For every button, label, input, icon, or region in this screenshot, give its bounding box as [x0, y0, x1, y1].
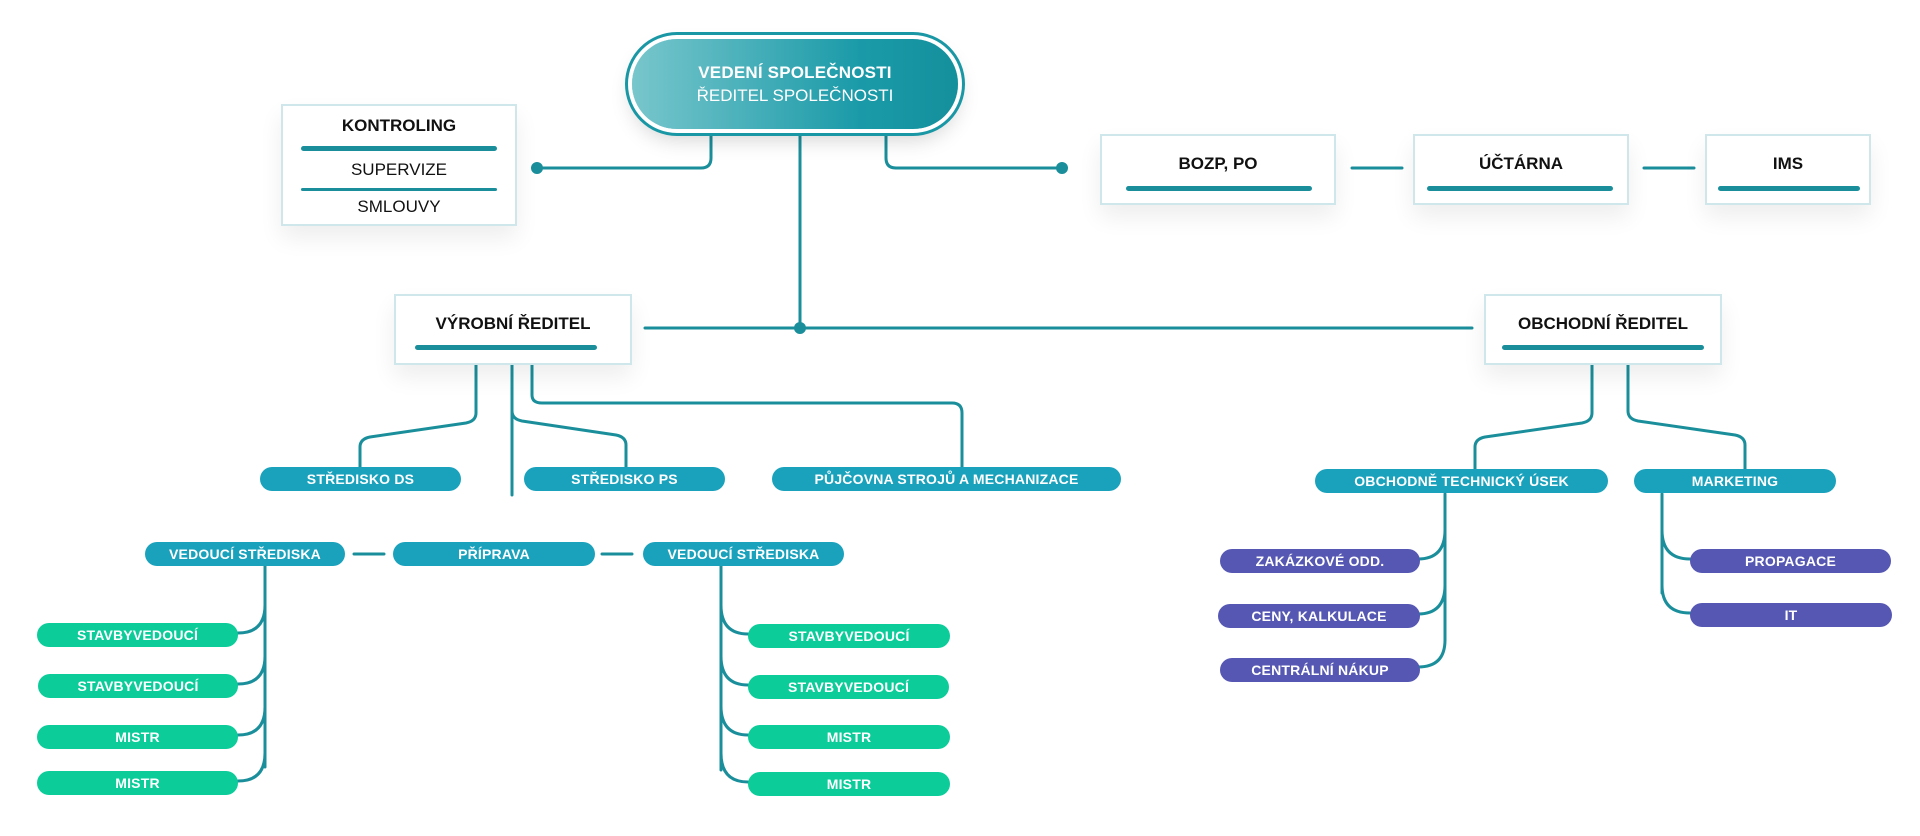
node-vedouci-right: VEDOUCÍ STŘEDISKA: [643, 542, 844, 566]
node-obchodne-technicky: OBCHODNĚ TECHNICKÝ ÚSEK: [1315, 469, 1608, 493]
uctarna-bar: [1427, 186, 1613, 191]
production-director-box: VÝROBNÍ ŘEDITEL: [394, 294, 632, 365]
node-left-stavbyvedouci-2: STAVBYVEDOUCÍ: [38, 674, 238, 698]
node-propagace: PROPAGACE: [1690, 549, 1891, 573]
commercial-director-title: OBCHODNÍ ŘEDITEL: [1518, 314, 1688, 333]
node-marketing: MARKETING: [1634, 469, 1836, 493]
node-right-stavbyvedouci-1: STAVBYVEDOUCÍ: [748, 624, 950, 648]
ceo-node: VEDENÍ SPOLEČNOSTI ŘEDITEL SPOLEČNOSTI: [632, 39, 958, 129]
node-priprava: PŘÍPRAVA: [393, 542, 595, 566]
production-director-bar: [415, 345, 597, 350]
uctarna-title: ÚČTÁRNA: [1478, 154, 1564, 173]
node-pujcovna: PŮJČOVNA STROJŮ A MECHANIZACE: [772, 467, 1121, 491]
node-zakazkove-odd: ZAKÁZKOVÉ ODD.: [1220, 549, 1420, 573]
node-centralni-nakup: CENTRÁLNÍ NÁKUP: [1220, 658, 1420, 682]
kontroling-item-supervize: SUPERVIZE: [350, 160, 448, 179]
commercial-director-bar: [1502, 345, 1704, 350]
commercial-director-box: OBCHODNÍ ŘEDITEL: [1484, 294, 1722, 365]
node-stredisko-ps: STŘEDISKO PS: [524, 467, 725, 491]
uctarna-box: ÚČTÁRNA: [1413, 134, 1629, 205]
ims-title: IMS: [1772, 154, 1804, 173]
kontroling-bar: [301, 146, 497, 151]
node-vedouci-left: VEDOUCÍ STŘEDISKA: [145, 542, 345, 566]
ims-bar: [1718, 186, 1860, 191]
node-right-stavbyvedouci-2: STAVBYVEDOUCÍ: [748, 675, 949, 699]
kontroling-title: KONTROLING: [341, 116, 457, 135]
bozp-bar: [1126, 186, 1312, 191]
bozp-box: BOZP, PO: [1100, 134, 1336, 205]
production-director-title: VÝROBNÍ ŘEDITEL: [435, 314, 591, 333]
ceo-subtitle: ŘEDITEL SPOLEČNOSTI: [696, 85, 894, 105]
kontroling-divider: [301, 188, 497, 191]
node-left-stavbyvedouci-1: STAVBYVEDOUCÍ: [37, 623, 238, 647]
kontroling-box: KONTROLING SUPERVIZE SMLOUVY: [281, 104, 517, 226]
node-right-mistr-1: MISTR: [748, 725, 950, 749]
node-it: IT: [1690, 603, 1892, 627]
node-ceny-kalkulace: CENY, KALKULACE: [1218, 604, 1420, 628]
node-right-mistr-2: MISTR: [748, 772, 950, 796]
bozp-title: BOZP, PO: [1178, 154, 1258, 173]
node-left-mistr-2: MISTR: [37, 771, 238, 795]
ceo-title: VEDENÍ SPOLEČNOSTI: [698, 62, 892, 82]
kontroling-item-smlouvy: SMLOUVY: [357, 197, 441, 216]
node-left-mistr-1: MISTR: [37, 725, 238, 749]
node-stredisko-ds: STŘEDISKO DS: [260, 467, 461, 491]
ims-box: IMS: [1705, 134, 1871, 205]
